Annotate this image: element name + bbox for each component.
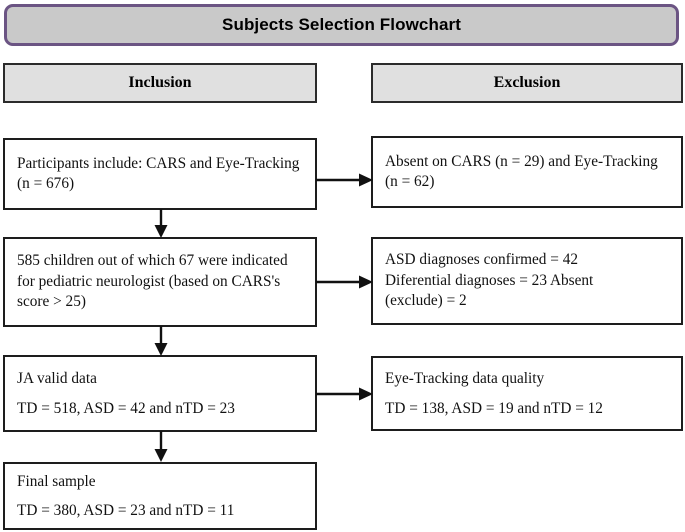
flow-box-inclusion-3-line1: JA valid data — [17, 370, 97, 388]
arrow-down-icon-1 — [150, 209, 172, 239]
flow-box-inclusion-3: JA valid data TD = 518, ASD = 42 and nTD… — [3, 355, 317, 432]
column-header-exclusion-label: Exclusion — [493, 74, 561, 91]
flow-box-inclusion-4-line2: TD = 380, ASD = 23 and nTD = 11 — [17, 502, 235, 519]
flow-box-inclusion-1-text: Participants include: CARS and Eye-Track… — [17, 154, 300, 192]
flow-box-exclusion-3-line1: Eye-Tracking data quality — [385, 370, 545, 388]
arrow-right-icon-3 — [316, 384, 374, 404]
flow-box-inclusion-1: Participants include: CARS and Eye-Track… — [3, 138, 317, 210]
flow-box-exclusion-3-line2: TD = 138, ASD = 19 and nTD = 12 — [385, 399, 603, 417]
flow-box-exclusion-3: Eye-Tracking data quality TD = 138, ASD … — [371, 356, 683, 431]
flow-box-exclusion-2: ASD diagnoses confirmed = 42 Diferential… — [371, 237, 683, 325]
flow-box-inclusion-3-line2: TD = 518, ASD = 42 and nTD = 23 — [17, 399, 235, 417]
arrow-right-icon-1 — [316, 170, 374, 190]
flow-box-inclusion-4-line1: Final sample — [17, 472, 96, 490]
page-title: Subjects Selection Flowchart — [222, 15, 461, 34]
column-header-inclusion: Inclusion — [3, 63, 317, 103]
arrow-right-icon-2 — [316, 272, 374, 292]
flow-box-exclusion-2-text: ASD diagnoses confirmed = 42 Diferential… — [385, 251, 594, 310]
flowchart-title-banner: Subjects Selection Flowchart — [4, 4, 679, 46]
flow-box-exclusion-1-text: Absent on CARS (n = 29) and Eye-Tracking… — [385, 152, 658, 190]
flow-box-inclusion-4: Final sample TD = 380, ASD = 23 and nTD … — [3, 462, 317, 530]
flow-box-exclusion-1: Absent on CARS (n = 29) and Eye-Tracking… — [371, 136, 683, 208]
column-header-exclusion: Exclusion — [371, 63, 683, 103]
column-header-inclusion-label: Inclusion — [128, 74, 192, 91]
arrow-down-icon-3 — [150, 431, 172, 463]
arrow-down-icon-2 — [150, 326, 172, 357]
flow-box-inclusion-2-text: 585 children out of which 67 were indica… — [17, 252, 288, 311]
flow-box-inclusion-2: 585 children out of which 67 were indica… — [3, 237, 317, 327]
